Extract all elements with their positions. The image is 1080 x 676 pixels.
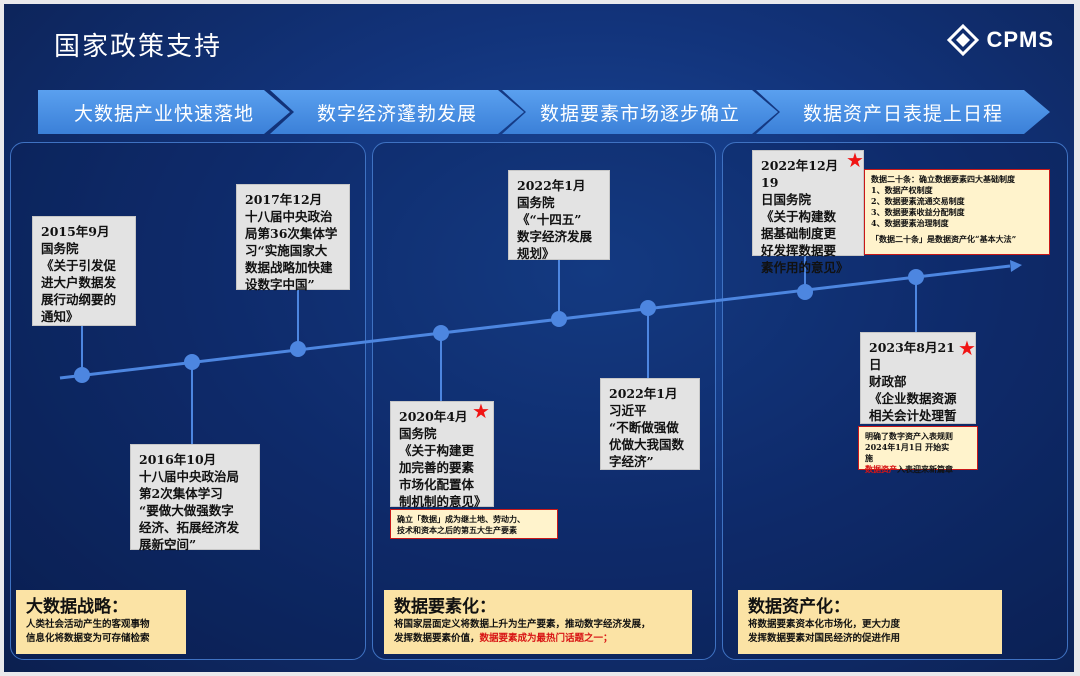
timeline-dot xyxy=(433,325,449,341)
summary-data-factor: 数据要素化： 将国家层面定义将数据上升为生产要素，推动数字经济发展， 发挥数据要… xyxy=(384,590,692,654)
logo-text: CPMS xyxy=(986,27,1054,52)
note-data-twenty: 数据二十条：确立数据要素四大基础制度 1、数据产权制度 2、数据要素流通交易制度… xyxy=(864,169,1050,255)
stage-label: 数字经济蓬勃发展 xyxy=(316,102,477,125)
summary-title: 数据要素化： xyxy=(394,597,496,617)
slide: 国家政策支持 CPMS 大数据产业快速落地 数字经济蓬勃发展 数据要素市场逐步确… xyxy=(4,4,1074,672)
stage-arrow-4: 数据资产日表提上日程 xyxy=(756,90,1050,134)
summary-title: 大数据战略： xyxy=(26,597,128,617)
note-accounting-line2: 2024年1月1日 开始实 xyxy=(865,442,950,452)
star-icon: ★ xyxy=(846,148,864,172)
stage-label: 大数据产业快速落地 xyxy=(73,102,254,125)
event-card-2022-01-state: 2022年1月 国务院 《“十四五” 数字经济发展 规划》 xyxy=(508,170,610,261)
timeline-dot xyxy=(184,354,200,370)
summary-big-data: 大数据战略： 人类社会活动产生的客观事物 信息化将数据变为可存储检索 xyxy=(16,590,186,654)
note-twenty-footer: 「数据二十条」是数据资产化“基本大法” xyxy=(871,234,1017,244)
note-accounting: 明确了数字资产入表规则 2024年1月1日 开始实 施 数据资产入表迎来新篇章 xyxy=(858,426,978,474)
page-title: 国家政策支持 xyxy=(54,32,223,62)
logo: CPMS xyxy=(946,24,1054,56)
timeline-dot xyxy=(908,269,924,285)
note-twenty-item: 1、数据产权制度 xyxy=(871,185,933,195)
note-twenty-title: 数据二十条：确立数据要素四大基础制度 xyxy=(871,174,1015,184)
stage-arrow-2: 数字经济蓬勃发展 xyxy=(270,90,524,134)
note-accounting-line1: 明确了数字资产入表规则 xyxy=(865,431,953,441)
note-twenty-item: 2、数据要素流通交易制度 xyxy=(871,196,965,206)
summary-title: 数据资产化： xyxy=(748,597,850,617)
event-card-2020-04: 2020年4月 国务院 《关于构建更 加完善的要素 市场化配置体 制机制的意见》 xyxy=(390,401,494,509)
timeline-dot xyxy=(74,367,90,383)
note-twenty-item: 3、数据要素收益分配制度 xyxy=(871,207,965,217)
summary-body: 将数据要素资本化市场化，更大力度 发挥数据要素对国民经济的促进作用 xyxy=(748,619,901,644)
timeline xyxy=(59,256,1022,444)
note-accounting-line3: 施 xyxy=(865,453,873,463)
note-accounting-tail: 入表迎来新篇章 xyxy=(897,464,953,474)
event-card-2022-01-xi: 2022年1月 习近平 “不断做强做 优做大我国数 字经济” xyxy=(600,378,700,470)
stage-label: 数据资产日表提上日程 xyxy=(802,102,1003,125)
stage-arrow-1: 大数据产业快速落地 xyxy=(38,90,290,134)
stage-label: 数据要素市场逐步确立 xyxy=(539,102,740,125)
event-card-2023-08: 2023年8月21日 财政部 《企业数据资源 相关会计处理暂 行规定》 xyxy=(860,332,976,440)
timeline-dot xyxy=(640,300,656,316)
event-card-2017: 2017年12月 十八届中央政治 局第36次集体学 习“实施国家大 数据战略加快… xyxy=(236,184,350,292)
note-accounting-highlight: 数据资产 xyxy=(865,464,897,474)
event-card-2022-12: 2022年12月19 日国务院 《关于构建数 据基础制度更 好发挥数据要 素作用… xyxy=(752,150,864,275)
timeline-dot xyxy=(290,341,306,357)
logo-mark-icon xyxy=(947,24,980,56)
star-icon: ★ xyxy=(472,399,490,423)
timeline-line xyxy=(59,264,1011,380)
note-fifth-factor: 确立「数据」成为继土地、劳动力、 技术和资本之后的第五大生产要素 xyxy=(390,509,558,539)
stage-arrow-3: 数据要素市场逐步确立 xyxy=(502,90,778,134)
timeline-arrowhead xyxy=(1010,260,1022,272)
summary-body: 人类社会活动产生的客观事物 信息化将数据变为可存储检索 xyxy=(26,619,150,644)
note-twenty-item: 4、数据要素治理制度 xyxy=(871,218,949,228)
timeline-dot xyxy=(797,284,813,300)
summary-highlight: 数据要素成为最热门话题之一； xyxy=(479,633,613,644)
event-card-2016: 2016年10月 十八届中央政治局 第2次集体学习 “要做大做强数字 经济、拓展… xyxy=(130,444,260,552)
event-card-2015: 2015年9月 国务院 《关于引发促 进大户数据发 展行动纲要的 通知》 xyxy=(32,216,136,326)
summary-body: 将国家层面定义将数据上升为生产要素，推动数字经济发展， 发挥数据要素价值， xyxy=(394,619,651,644)
timeline-dot xyxy=(551,311,567,327)
summary-data-asset: 数据资产化： 将数据要素资本化市场化，更大力度 发挥数据要素对国民经济的促进作用 xyxy=(738,590,1002,654)
star-icon: ★ xyxy=(958,336,976,360)
